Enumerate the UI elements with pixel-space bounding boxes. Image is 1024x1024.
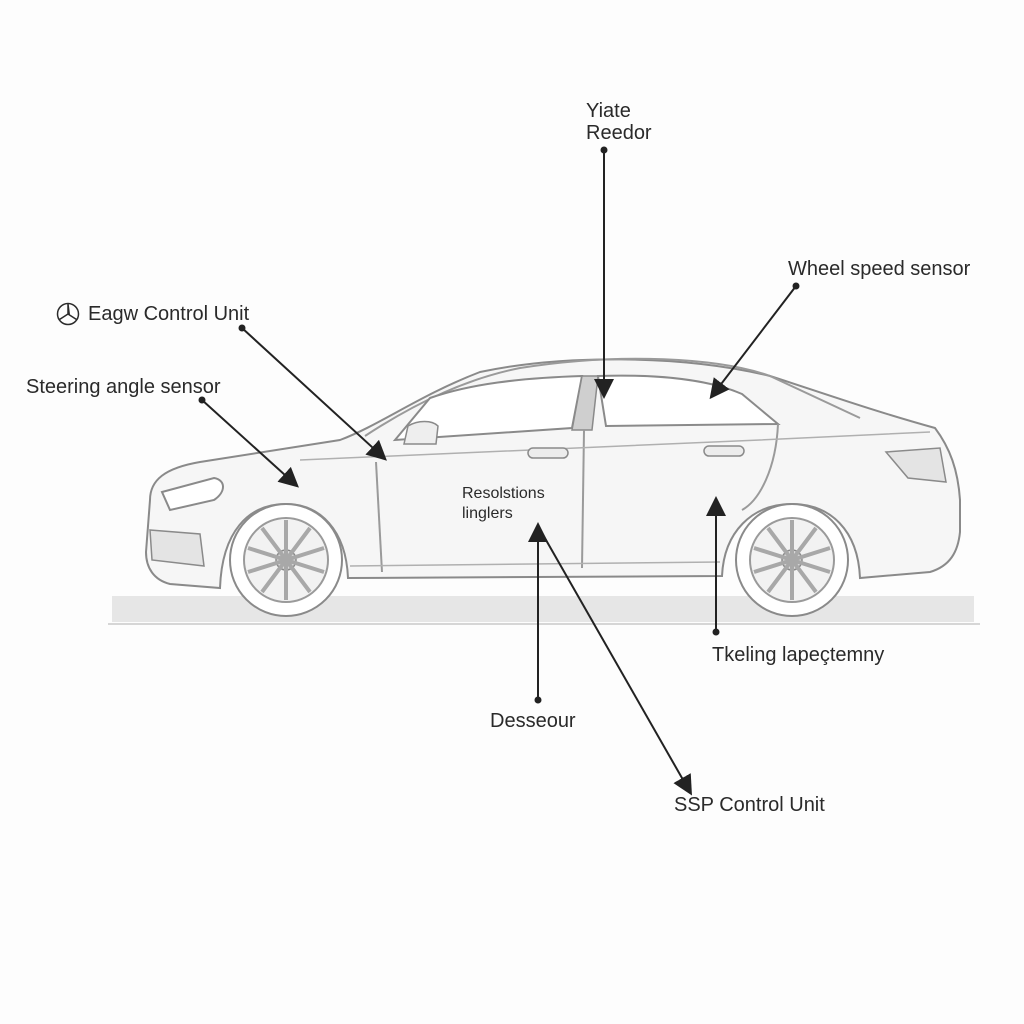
- label-center-line2: linglers: [462, 505, 513, 522]
- ground-strip: [112, 596, 974, 622]
- mid-door-edge: [581, 429, 585, 569]
- rear-wheel: [735, 503, 849, 617]
- tail-light: [884, 447, 947, 483]
- front-grille: [149, 529, 205, 567]
- leader-trailing: [706, 496, 726, 636]
- headlight: [160, 476, 224, 512]
- leader-ssp: [537, 525, 692, 796]
- leader-steering: [198, 396, 299, 488]
- front-wheel: [229, 503, 343, 617]
- label-center-stack: Resolstions linglers: [462, 484, 545, 524]
- label-desser: Desseour: [490, 710, 576, 732]
- label-yaw-line2: Reedor: [586, 122, 652, 144]
- label-control-unit: Eagw Control Unit: [56, 302, 249, 326]
- leader-control-unit: [238, 324, 387, 461]
- rear-window: [596, 374, 781, 428]
- label-yaw-line1: Yiate: [586, 100, 631, 122]
- label-control-unit-text: Eagw Control Unit: [88, 303, 250, 325]
- label-steering-angle-sensor: Steering angle sensor: [26, 376, 221, 398]
- label-wheel-speed-sensor: Wheel speed sensor: [788, 258, 971, 280]
- label-yaw-sensor: Yiate Reedor: [586, 100, 652, 144]
- label-ssp-control-unit: SSP Control Unit: [674, 794, 825, 816]
- leader-desser: [528, 522, 548, 704]
- leader-yaw-sensor: [594, 146, 614, 399]
- roof-line: [364, 357, 861, 437]
- belt-line: [299, 431, 931, 461]
- leader-wheel-speed: [709, 282, 800, 400]
- rear-door-edge: [741, 423, 779, 511]
- rear-door-handle: [703, 445, 745, 457]
- front-door-handle: [527, 447, 569, 459]
- label-center-line1: Resolstions: [462, 485, 545, 502]
- b-pillar: [571, 375, 599, 431]
- side-mirror: [403, 420, 439, 445]
- three-pointed-star-logo-icon: [56, 302, 80, 326]
- sill-line: [349, 561, 721, 567]
- front-door-edge: [375, 461, 383, 573]
- label-trailing: Tkeling lapeçtemny: [712, 644, 885, 666]
